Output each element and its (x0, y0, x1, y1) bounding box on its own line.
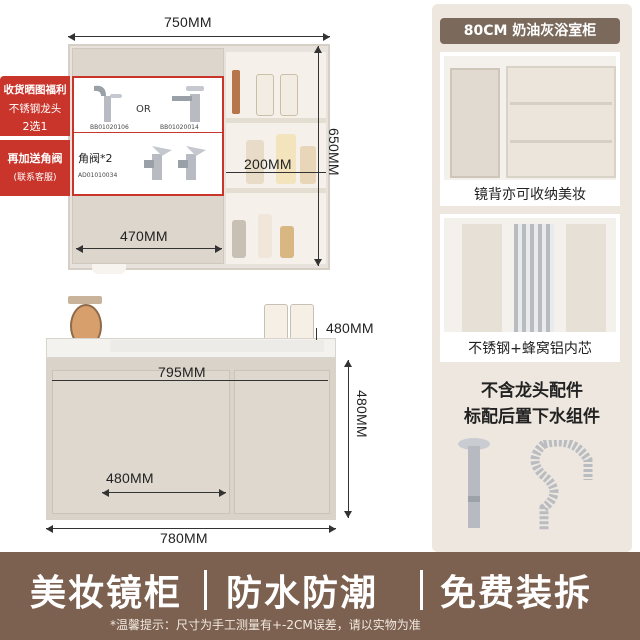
steel-panel (462, 224, 502, 332)
dim-shelf-width: 200MM (244, 156, 292, 172)
cabinet-door-right (234, 370, 330, 514)
footnote: *温馨提示：尺寸为手工测量有+-2CM误差，请以实物为准 (110, 618, 421, 632)
dim-line-vheight (348, 360, 349, 518)
dim-arrow (314, 46, 322, 53)
panel-title: 80CM 奶油灰浴室柜 (440, 18, 620, 44)
dim-arrow (219, 489, 226, 497)
dim-arrow (329, 525, 336, 533)
dim-line-top (68, 36, 330, 37)
promo-products: OR BB01020106 BB01020014 角阀*2 AD01010034 (72, 76, 224, 196)
tissue (92, 264, 126, 274)
banner-divider (420, 570, 423, 610)
dim-door-width: 470MM (120, 228, 168, 244)
open-mirror-door (450, 68, 500, 178)
dim-arrow (46, 525, 53, 533)
bottle (300, 146, 316, 184)
promo-badge: 收货晒图福利 不锈钢龙头 2选1 (0, 76, 70, 136)
dim-line-bottom (46, 528, 336, 529)
note-drain-kit: 标配后置下水组件 (464, 407, 600, 427)
banner-divider (204, 570, 207, 610)
valve-code: AD01010034 (78, 172, 118, 179)
bottle (246, 140, 264, 184)
cabinet-shelf (510, 140, 612, 143)
angle-valve-icon (144, 146, 206, 180)
dim-arrow (215, 245, 222, 253)
bottle (280, 226, 294, 258)
dim-vanity-height: 480MM (354, 390, 370, 438)
promo-divider (74, 132, 222, 133)
dim-mirror-height: 650MM (326, 128, 342, 176)
cabinet-interior (506, 66, 616, 178)
shelf-board (226, 188, 326, 193)
material-photo (440, 214, 620, 336)
note-no-faucet: 不含龙头配件 (481, 381, 583, 401)
steel-panel (566, 224, 606, 332)
honeycomb-panel (514, 224, 554, 332)
dim-arrow (68, 33, 75, 41)
faucet-icon (94, 85, 122, 122)
dim-line-door (76, 248, 222, 249)
dim-line-inner (52, 380, 328, 381)
faucet-icon (172, 86, 204, 122)
or-label: OR (136, 104, 151, 115)
dim-arrow (76, 245, 83, 253)
dim-vanity-inner: 795MM (158, 364, 206, 380)
drain-hose-icon (530, 440, 593, 530)
dim-arrow (344, 511, 352, 518)
shelf-board (226, 118, 326, 123)
product-code-2: BB01020014 (160, 124, 199, 131)
dim-vanity-bottom: 780MM (160, 530, 208, 546)
dim-sink-depth: 480MM (326, 320, 374, 336)
bottle (256, 74, 274, 116)
basin (110, 340, 324, 352)
dim-line-height (318, 46, 319, 266)
bottle (232, 70, 240, 114)
dim-top-width: 750MM (164, 14, 212, 30)
cabinet-door-left (52, 370, 230, 514)
feature-makeup-mirror: 美妆镜柜 (30, 573, 183, 614)
bottle (276, 134, 296, 184)
bottle (232, 220, 246, 258)
promo-line3: 2选1 (22, 120, 48, 133)
cabinet-shelf (510, 102, 612, 105)
promo-line5: (联系客服) (13, 173, 57, 183)
dim-arrow (102, 489, 109, 497)
feature-waterproof: 防水防潮 (226, 573, 379, 614)
drain-plug-icon (458, 438, 490, 528)
perfume-bottle (68, 296, 102, 304)
dim-line-shelf (226, 172, 326, 173)
dim-arrow (314, 259, 322, 266)
dim-line-depth (316, 328, 317, 340)
caption-material: 不锈钢+蜂窝铝内芯 (440, 336, 620, 362)
feature-free-install: 免费装拆 (440, 573, 593, 614)
mirror-back-photo (440, 52, 620, 184)
promo-badge-valve: 再加送角阀 (联系客服) (0, 140, 70, 196)
feature-banner: 美妆镜柜 防水防潮 免费装拆 *温馨提示：尺寸为手工测量有+-2CM误差，请以实… (0, 552, 640, 640)
dim-arrow (323, 33, 330, 41)
valve-label: 角阀*2 (78, 152, 113, 165)
promo-line1: 收货晒图福利 (3, 84, 67, 96)
bottle (258, 214, 272, 258)
dim-cabinet-inner: 480MM (106, 470, 154, 486)
caption-mirror-back: 镜背亦可收纳美妆 (440, 184, 620, 206)
product-code-1: BB01020106 (90, 124, 129, 131)
dim-arrow (344, 360, 352, 367)
dim-line-cab (102, 492, 226, 493)
promo-line4: 再加送角阀 (7, 152, 63, 165)
promo-line2: 不锈钢龙头 (8, 103, 62, 115)
bottle (280, 74, 298, 116)
